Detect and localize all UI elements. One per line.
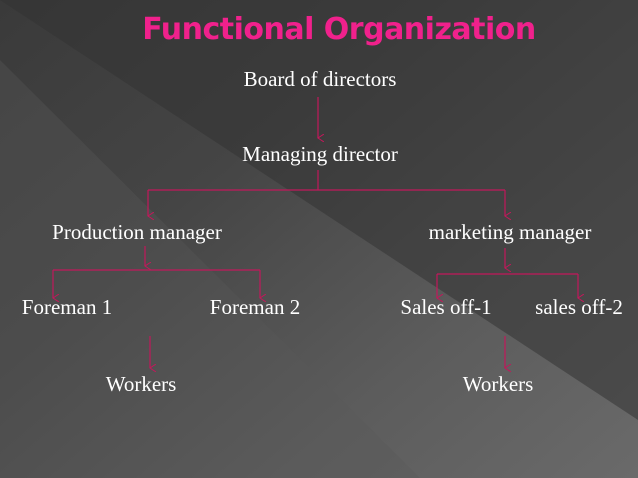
node-board-of-directors: Board of directors — [243, 67, 397, 91]
node-sales-off-1: Sales off-1 — [400, 295, 492, 319]
node-workers-left: Workers — [105, 372, 177, 396]
node-production-manager: Production manager — [52, 220, 222, 244]
node-sales-off-2: sales off-2 — [535, 295, 623, 319]
background-dark-wedge — [0, 0, 638, 420]
slide-title: Functional Organization — [142, 12, 536, 47]
node-workers-right: Workers — [462, 372, 534, 396]
node-managing-director: Managing director — [242, 142, 398, 166]
background-light-wedge — [0, 60, 420, 478]
node-marketing-manager: marketing manager — [428, 220, 592, 244]
node-foreman-2: Foreman 2 — [209, 295, 301, 319]
node-foreman-1: Foreman 1 — [21, 295, 113, 319]
